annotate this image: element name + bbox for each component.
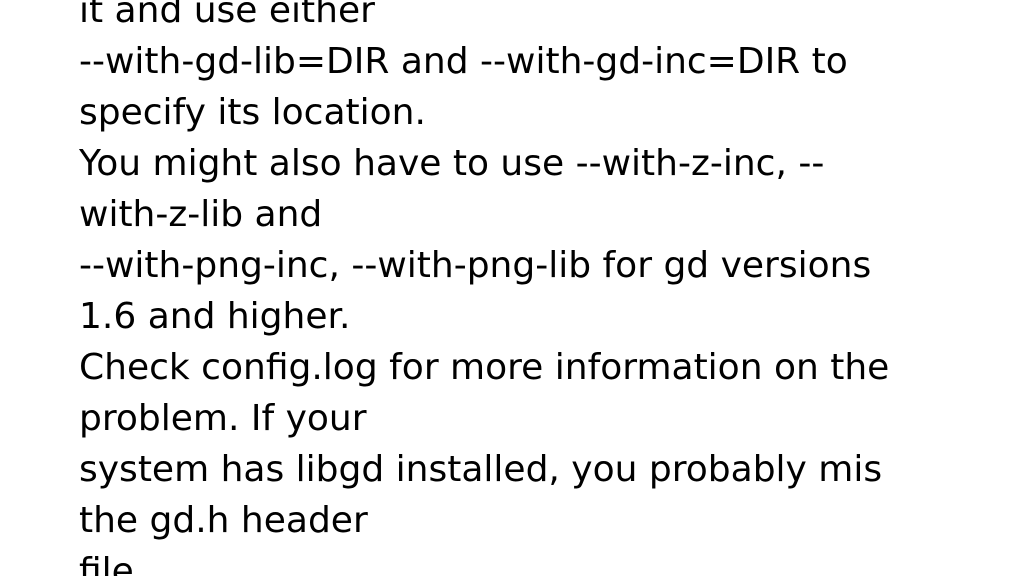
text-line: with-z-lib and xyxy=(79,194,323,235)
text-line: Check config.log for more information on… xyxy=(79,347,890,388)
text-line: You might also have to use --with-z-inc,… xyxy=(79,143,825,184)
text-line: problem. If your xyxy=(79,398,367,439)
text-line: it and use either xyxy=(79,0,375,31)
slide-body-text: it and use either --with-gd-lib=DIR and … xyxy=(79,0,979,576)
text-line: file. xyxy=(79,551,146,576)
text-line: system has libgd installed, you probably… xyxy=(79,449,883,490)
text-line: specify its location. xyxy=(79,92,426,133)
text-line: the gd.h header xyxy=(79,500,368,541)
text-line: --with-png-inc, --with-png-lib for gd ve… xyxy=(79,245,872,286)
text-line: 1.6 and higher. xyxy=(79,296,351,337)
text-line: --with-gd-lib=DIR and --with-gd-inc=DIR … xyxy=(79,41,848,82)
